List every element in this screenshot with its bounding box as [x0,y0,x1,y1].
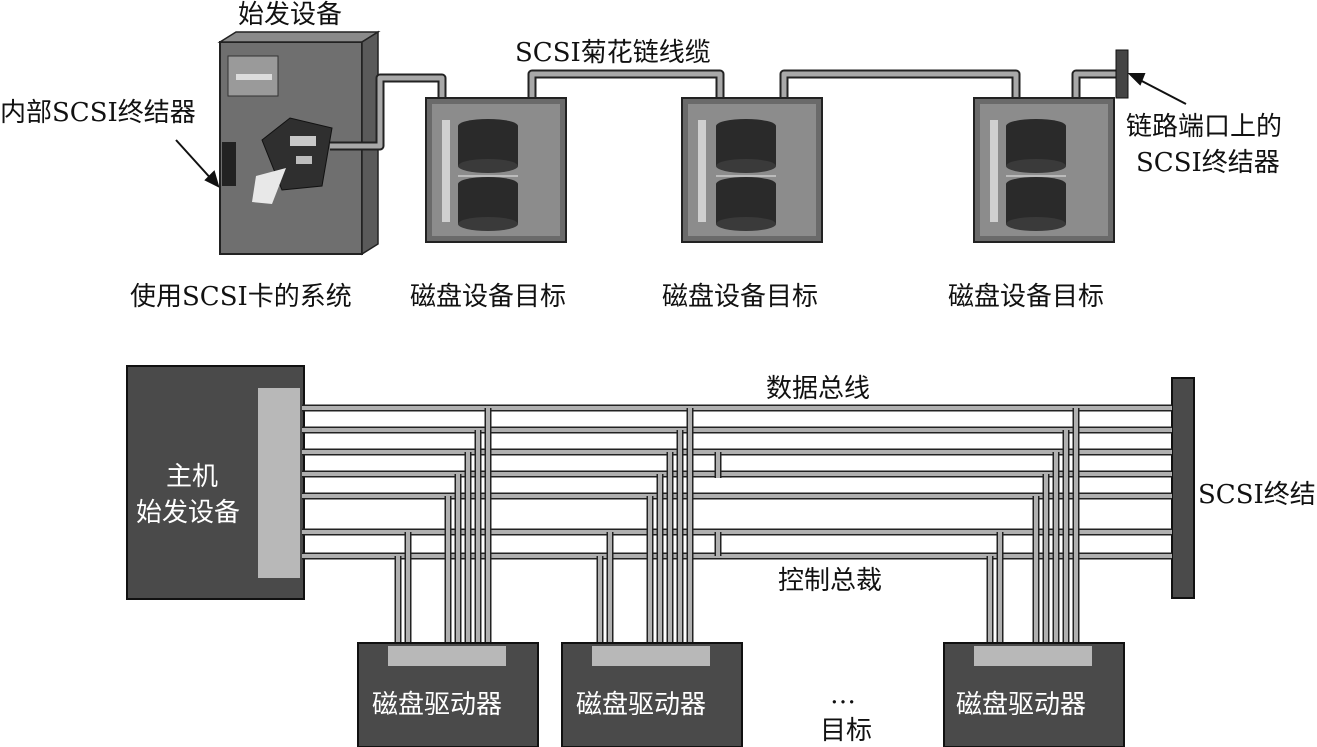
internal-terminator-label: 内部SCSI终结器 [0,98,196,128]
drive-label-3: 磁盘驱动器 [956,690,1087,720]
host-label-1: 主机 [166,462,219,492]
disk-drive-1 [357,642,539,747]
bus-lines [302,404,1172,560]
drive-label-2: 磁盘驱动器 [576,690,707,720]
target-label-3: 磁盘设备目标 [948,282,1105,312]
control-bus-label: 控制总裁 [778,566,883,596]
disk-drive-2 [561,642,743,747]
drive-drops [394,408,1080,646]
disk-target-1 [425,97,567,243]
daisy-chain-cable [330,69,1120,151]
cable-label: SCSI菊花链线缆 [515,38,711,68]
port-terminator-label-1: 链路端口上的 [1126,112,1283,142]
arrows [175,73,1187,188]
system-label: 使用SCSI卡的系统 [130,282,352,312]
disk-target-3 [973,97,1115,243]
drive-label-1: 磁盘驱动器 [372,690,503,720]
port-terminator [1115,49,1129,99]
bus-terminator-block [1171,377,1195,599]
port-terminator-label-2: SCSI终结器 [1136,148,1280,178]
target-label-1: 磁盘设备目标 [410,282,567,312]
initiator-title: 始发设备 [238,0,343,30]
disk-drive-3 [943,642,1125,747]
ellipsis-label: … [830,680,856,710]
host-label-2: 始发设备 [136,498,241,528]
terminator-label: SCSI终结 [1198,480,1316,510]
disk-target-2 [681,97,823,243]
targets-label: 目标 [820,716,873,746]
data-bus-label: 数据总线 [766,374,871,404]
host-initiator-block [126,365,305,600]
target-label-2: 磁盘设备目标 [662,282,819,312]
